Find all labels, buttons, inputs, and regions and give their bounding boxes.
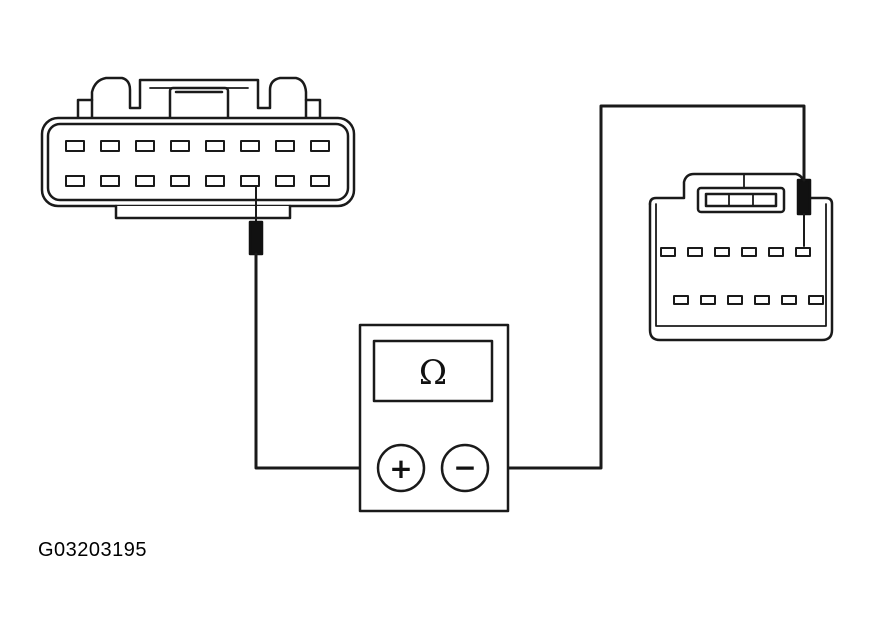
ohmmeter-icon (358, 323, 510, 513)
negative-terminal-symbol: − (453, 451, 476, 484)
connector-b-icon (648, 172, 834, 342)
probe-icon (796, 178, 812, 247)
figure-id-label: G03203195 (38, 539, 148, 561)
test-lead-wires (254, 104, 806, 470)
positive-terminal-symbol: + (389, 452, 412, 485)
meter-display-symbol: Ω (419, 353, 447, 393)
probe-icon (248, 185, 264, 256)
connector-a-icon (40, 76, 356, 220)
